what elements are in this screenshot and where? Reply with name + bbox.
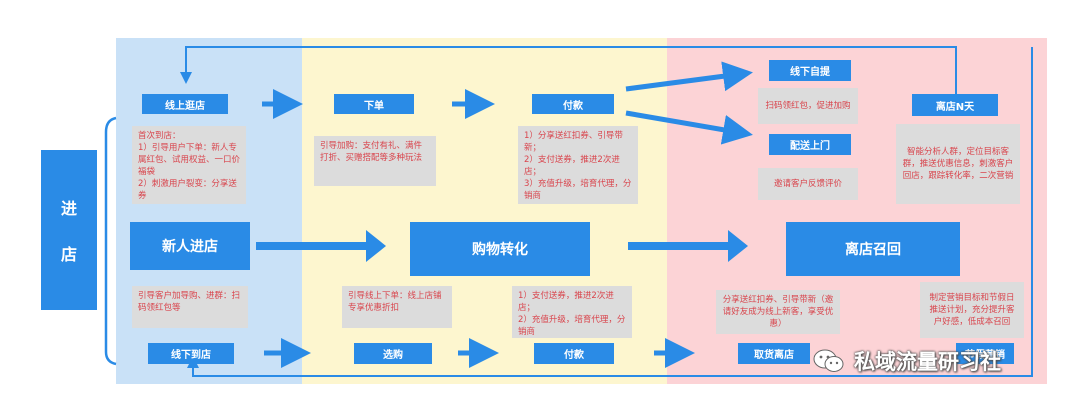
big-arrow-new-to-convert bbox=[256, 230, 386, 262]
pickup-box: 线下自提 bbox=[769, 60, 851, 81]
side-label-char-2: 店 bbox=[60, 245, 77, 264]
note-delivery: 邀请客户反馈评价 bbox=[758, 168, 858, 200]
holiday-marketing-box: 节假营销 bbox=[956, 343, 1014, 364]
stage-conversion: 购物转化 bbox=[410, 222, 590, 276]
note-online-visit: 首次到店： 1）引导用户下单：新人专属红包、试用权益、一口价福袋 2）刺激用户裂… bbox=[132, 126, 246, 204]
note-pickup: 扫码领红包，促进加购 bbox=[758, 88, 858, 124]
offline-visit-box: 线下到店 bbox=[148, 343, 234, 364]
note-holiday-plan: 制定营销目标和节假日推送计划，充分提升客户好感，低成本召回 bbox=[920, 282, 1024, 338]
pay-box-top: 付款 bbox=[532, 94, 614, 114]
delivery-box: 配送上门 bbox=[769, 134, 851, 155]
big-arrow-convert-to-recall bbox=[628, 230, 748, 262]
watermark-text: 私域流量研习社 bbox=[854, 350, 1001, 374]
pickup-leave-box: 取货离店 bbox=[738, 343, 810, 364]
arrow-pay-to-pickup bbox=[625, 61, 753, 92]
note-pay-bottom: 1）支付送券，推进2次进店； 2）充值升级，培育代理，分销商 bbox=[512, 286, 632, 338]
note-pay-top: 1）分享送红扣券、引导带新； 2）支付送券，推进2次进店； 3）充值升级，培育代… bbox=[518, 126, 638, 204]
stage-new-customer: 新人进店 bbox=[130, 222, 250, 270]
stage-recall: 离店召回 bbox=[786, 222, 960, 276]
loop-top-line bbox=[180, 46, 957, 94]
order-box: 下单 bbox=[334, 94, 414, 114]
online-visit-box: 线上逛店 bbox=[142, 94, 228, 114]
select-box: 选购 bbox=[354, 343, 432, 364]
note-pickup-leave: 分享送红扣券、引导带新（邀请好友成为线上新客，享受优惠） bbox=[716, 290, 840, 334]
side-label-enter-store: 进 店 bbox=[41, 150, 97, 310]
away-n-days-box: 离店N天 bbox=[912, 94, 998, 116]
note-select: 引导线上下单：线上店铺专享优惠折扣 bbox=[342, 286, 452, 328]
note-order: 引导加购：支付有礼、满件打折、买赠搭配等多种玩法 bbox=[314, 136, 436, 186]
note-away: 智能分析人群，定位目标客群，推送优惠信息，刺激客户回店，跟踪转化率，二次营销 bbox=[896, 124, 1020, 204]
loop-bottom-line bbox=[187, 47, 1033, 377]
arrow-pay-to-delivery bbox=[625, 110, 753, 145]
note-offline-visit: 引导客户加导购、进群：扫码领红包等 bbox=[132, 286, 248, 328]
left-bracket bbox=[104, 116, 117, 366]
watermark: 私域流量研习社 bbox=[812, 346, 1001, 376]
wechat-icon bbox=[813, 349, 844, 372]
side-label-char-1: 进 bbox=[60, 199, 77, 218]
pay-box-bottom: 付款 bbox=[534, 343, 614, 364]
